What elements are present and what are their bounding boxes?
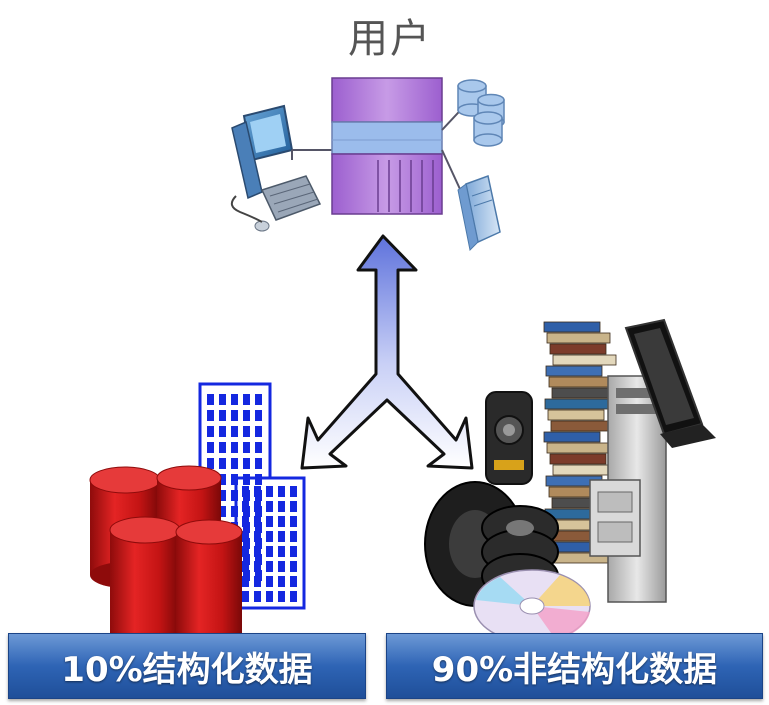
y-arrow-icon <box>300 234 474 470</box>
laptop-icon <box>624 318 716 448</box>
cd-disc-icon <box>473 569 591 643</box>
camera-icon <box>485 391 533 485</box>
users-title: 用户 <box>348 16 432 62</box>
filing-cabinet-icon <box>589 375 667 603</box>
film-reels-icon <box>424 481 559 607</box>
storage-cylinders-icon <box>457 79 505 147</box>
database-cylinders-icon <box>89 465 243 634</box>
tower-server-icon <box>457 175 501 252</box>
unstructured-data-label: 90%非结构化数据 <box>386 633 763 699</box>
server-rack-icon <box>331 77 443 215</box>
workstation-icon <box>230 104 322 232</box>
structured-data-label: 10%结构化数据 <box>8 633 366 699</box>
